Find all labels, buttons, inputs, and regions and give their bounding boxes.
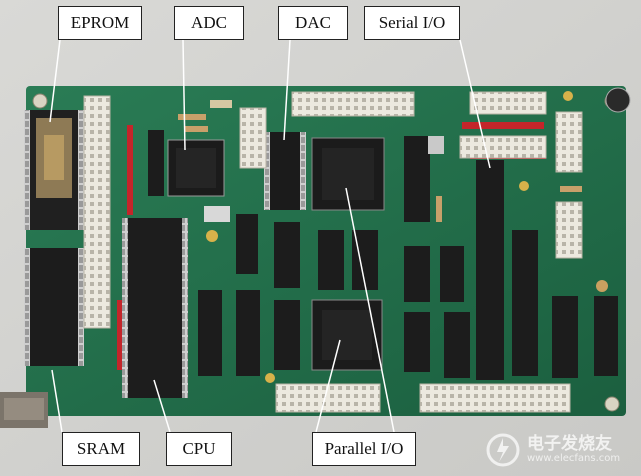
vertical-header bbox=[83, 95, 111, 329]
red-jumper bbox=[462, 122, 544, 129]
mounting-hole bbox=[32, 93, 48, 109]
cpu-chip bbox=[128, 218, 182, 398]
callout-serial-io: Serial I/O bbox=[364, 6, 460, 40]
callout-dac: DAC bbox=[278, 6, 348, 40]
callout-leader-lines bbox=[49, 39, 491, 433]
header-right bbox=[555, 201, 583, 259]
callout-eprom: EPROM bbox=[58, 6, 142, 40]
mounting-hole bbox=[604, 396, 620, 412]
header-serial bbox=[459, 135, 547, 159]
dip-chip-group bbox=[148, 130, 618, 380]
watermark: 电子发烧友 www.elecfans.com bbox=[485, 428, 635, 472]
callout-parallel-io: Parallel I/O bbox=[312, 432, 416, 466]
sram-chip bbox=[30, 248, 78, 366]
dac-chip bbox=[270, 132, 300, 210]
watermark-logo-icon bbox=[486, 433, 520, 467]
callout-sram: SRAM bbox=[62, 432, 140, 466]
header-jp bbox=[239, 107, 267, 169]
header-bottom bbox=[419, 383, 571, 413]
callout-cpu: CPU bbox=[166, 432, 232, 466]
header-top-right bbox=[469, 91, 547, 115]
passive-components bbox=[178, 87, 631, 383]
watermark-url: www.elecfans.com bbox=[527, 453, 621, 464]
callout-adc: ADC bbox=[174, 6, 244, 40]
red-jumper bbox=[127, 125, 133, 215]
watermark-title: 电子发烧友 bbox=[527, 434, 612, 454]
header-right bbox=[555, 111, 583, 173]
red-jumper bbox=[117, 300, 123, 370]
header-top bbox=[291, 91, 415, 117]
